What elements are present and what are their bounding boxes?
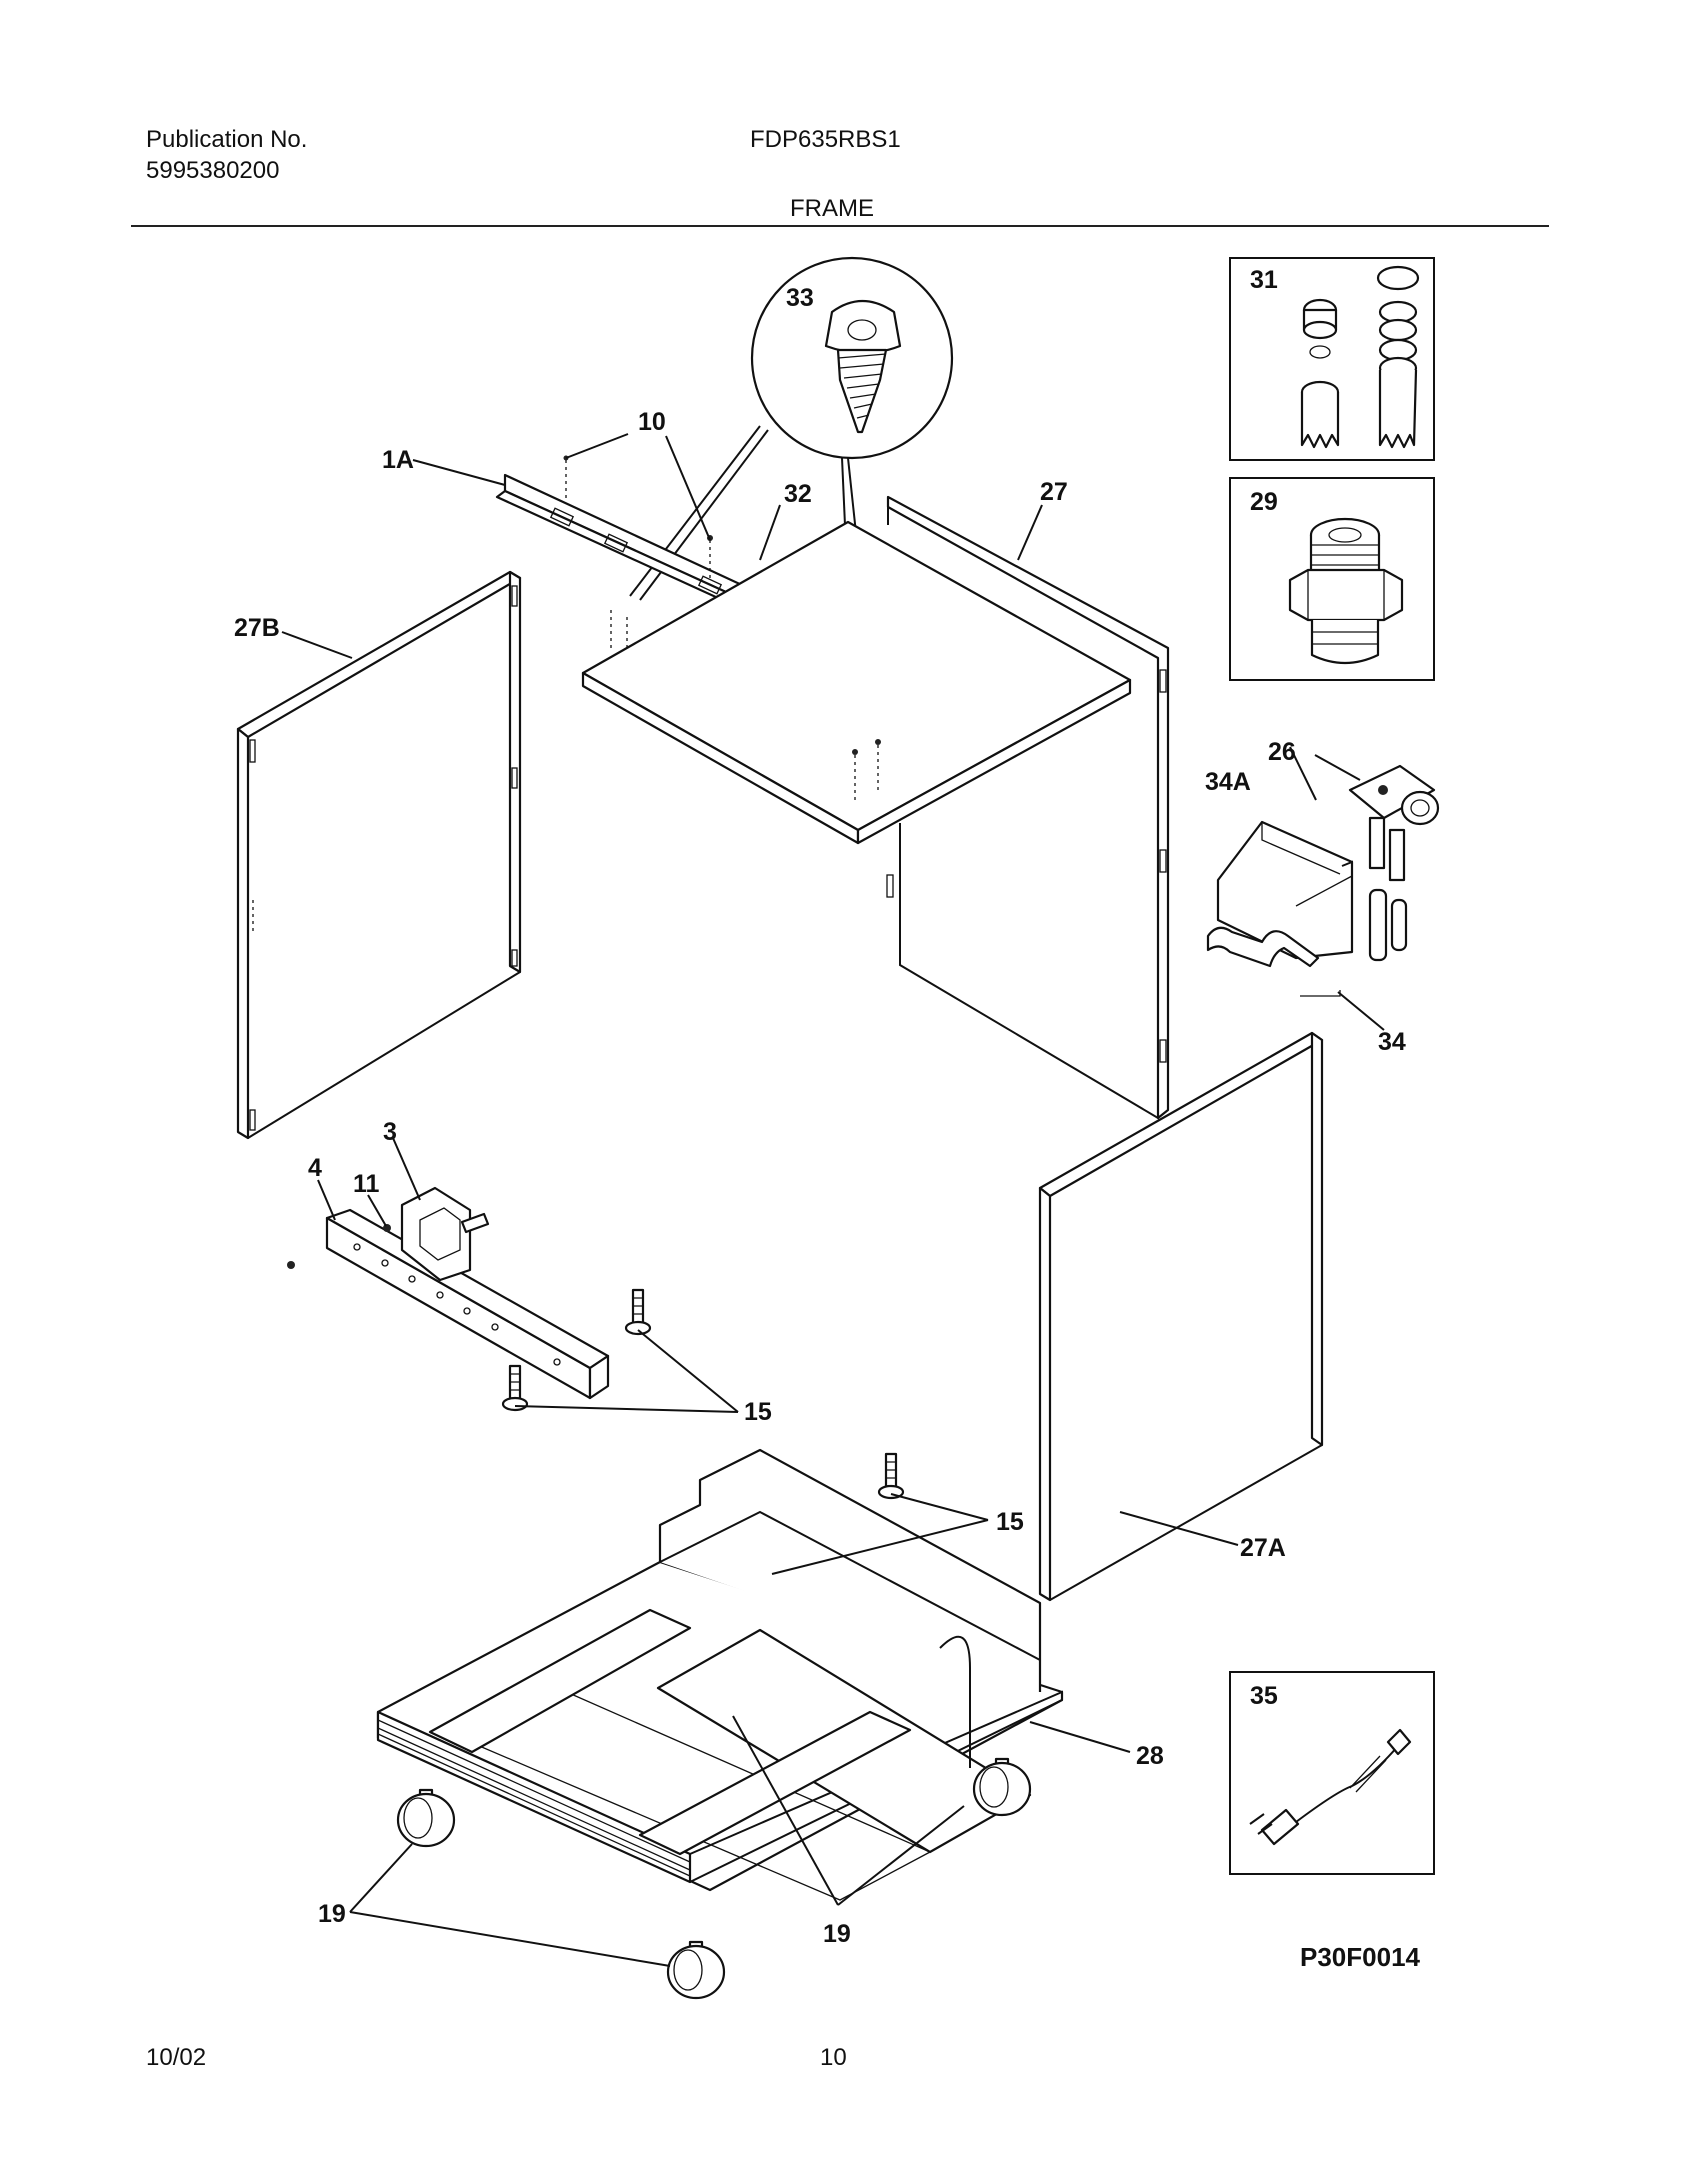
bracket-34A — [1216, 820, 1354, 960]
callout-3: 3 — [383, 1118, 397, 1146]
leader-lines — [281, 433, 1385, 1967]
callout-29: 29 — [1250, 488, 1278, 516]
water-valve-26 — [1348, 764, 1440, 962]
header-rule — [131, 225, 1549, 227]
footer-date: 10/02 — [146, 2044, 207, 2071]
base-frame-28 — [376, 1448, 1064, 1901]
footer-page-number: 10 — [820, 2044, 847, 2071]
callout-26: 26 — [1268, 738, 1296, 766]
side-panel-27B — [236, 570, 522, 1140]
callout-35: 35 — [1250, 1682, 1278, 1710]
callout-31: 31 — [1250, 266, 1278, 294]
callout-27A: 27A — [1240, 1534, 1286, 1562]
bracket-1A — [495, 455, 787, 660]
callout-19-left: 19 — [318, 1900, 346, 1928]
clip-34 — [1206, 926, 1341, 997]
top-panel-32 — [581, 520, 1132, 845]
casters-19 — [396, 1757, 1032, 2000]
publication-label: Publication No. — [146, 126, 308, 153]
callout-15-lower: 15 — [996, 1508, 1024, 1536]
callout-27B: 27B — [234, 614, 280, 642]
callout-10: 10 — [638, 408, 666, 436]
callout-28: 28 — [1136, 1742, 1164, 1770]
inset-box-31 — [1229, 257, 1435, 461]
inset-box-29 — [1229, 477, 1435, 681]
callout-32: 32 — [784, 480, 812, 508]
callout-11: 11 — [353, 1170, 380, 1198]
section-title: FRAME — [790, 195, 874, 222]
model-number: FDP635RBS1 — [750, 126, 901, 153]
callout-1A: 1A — [382, 446, 414, 474]
side-panel-27A — [1038, 1031, 1324, 1602]
callout-34: 34 — [1378, 1028, 1406, 1056]
diagram-code: P30F0014 — [1300, 1942, 1421, 1972]
back-panel-27 — [886, 495, 1170, 1120]
callout-15-upper: 15 — [744, 1398, 772, 1426]
inset-box-35 — [1229, 1671, 1435, 1875]
kickplate-assembly — [287, 1186, 610, 1400]
callout-33: 33 — [786, 284, 814, 312]
callout-34A: 34A — [1205, 768, 1251, 796]
callout-27: 27 — [1040, 478, 1068, 506]
callout-19-right: 19 — [823, 1920, 851, 1948]
publication-number: 5995380200 — [146, 157, 280, 184]
callout-4: 4 — [308, 1154, 322, 1182]
